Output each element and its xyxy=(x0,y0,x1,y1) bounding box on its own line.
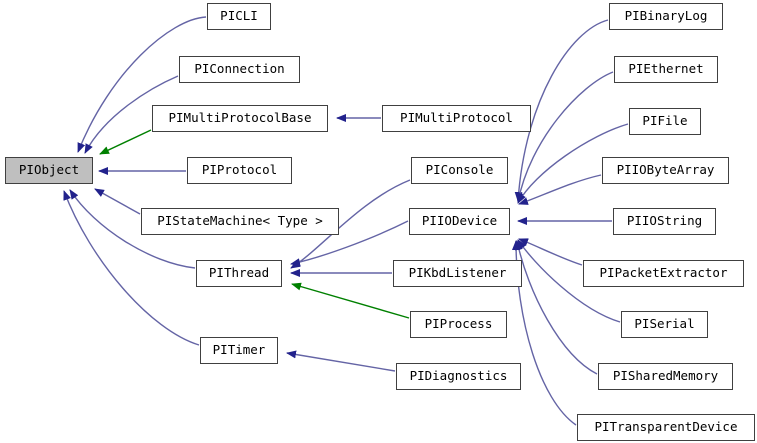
class-node-label: PIConsole xyxy=(425,162,494,178)
class-node-label: PIIOString xyxy=(626,213,703,229)
class-node-label: PIObject xyxy=(18,162,80,178)
edge-pitransparentdevice-to-piiodevice xyxy=(512,240,577,426)
class-node-pisharedmemory[interactable]: PISharedMemory xyxy=(598,363,733,390)
class-node-pitimer[interactable]: PITimer xyxy=(200,337,278,364)
class-node-label: PIIOByteArray xyxy=(616,162,715,178)
class-node-label: PIKbdListener xyxy=(408,265,507,281)
class-node-label: PIProtocol xyxy=(201,162,278,178)
class-node-label: PIThread xyxy=(208,265,270,281)
class-node-label: PIBinaryLog xyxy=(624,8,708,24)
class-node-pimultiprotocol[interactable]: PIMultiProtocol xyxy=(382,105,531,132)
class-node-label: PIIODevice xyxy=(421,213,498,229)
class-node-piethernet[interactable]: PIEthernet xyxy=(614,56,718,83)
class-node-label: PIEthernet xyxy=(628,61,704,77)
edge-pibinarylog-to-piiodevice xyxy=(514,19,609,202)
class-node-pitransparentdevice[interactable]: PITransparentDevice xyxy=(577,414,755,441)
class-node-piconsole[interactable]: PIConsole xyxy=(411,157,508,184)
edge-piprocess-to-pithread xyxy=(291,282,410,319)
edge-pidiagnostics-to-pitimer xyxy=(286,350,396,372)
class-node-label: PIFile xyxy=(642,113,688,129)
class-node-pibinarylog[interactable]: PIBinaryLog xyxy=(609,3,723,30)
class-node-label: PIStateMachine< Type > xyxy=(157,213,323,229)
class-node-piobject[interactable]: PIObject xyxy=(5,157,93,184)
class-node-label: PITimer xyxy=(212,342,266,358)
class-node-label: PITransparentDevice xyxy=(594,419,738,435)
class-node-pipacketextractor[interactable]: PIPacketExtractor xyxy=(583,260,744,287)
edge-piiobytearray-to-piiodevice xyxy=(518,174,602,205)
class-node-piiostring[interactable]: PIIOString xyxy=(613,208,716,235)
class-node-label: PIProcess xyxy=(424,316,493,332)
class-node-piiobytearray[interactable]: PIIOByteArray xyxy=(602,157,729,184)
class-node-label: PIConnection xyxy=(194,61,285,77)
class-node-piiodevice[interactable]: PIIODevice xyxy=(409,208,510,235)
class-node-pikbdlistener[interactable]: PIKbdListener xyxy=(393,260,522,287)
edge-piethernet-to-piiodevice xyxy=(515,71,614,203)
class-node-pifile[interactable]: PIFile xyxy=(629,108,701,135)
class-node-piprocess[interactable]: PIProcess xyxy=(410,311,507,338)
class-node-piprotocol[interactable]: PIProtocol xyxy=(187,157,292,184)
class-node-piserial[interactable]: PISerial xyxy=(621,311,708,338)
class-node-picli[interactable]: PICLI xyxy=(207,3,271,30)
class-node-pithread[interactable]: PIThread xyxy=(196,260,282,287)
edge-pistatemachine-to-piobject xyxy=(94,188,141,215)
class-node-label: PIMultiProtocol xyxy=(400,110,513,126)
class-node-label: PISerial xyxy=(634,316,695,332)
class-node-pistatemachine[interactable]: PIStateMachine< Type > xyxy=(141,208,339,235)
class-node-label: PIDiagnostics xyxy=(409,368,508,384)
edge-pimultiprotocolbase-to-piobject xyxy=(99,129,152,155)
class-node-pimultiprotocolbase[interactable]: PIMultiProtocolBase xyxy=(152,105,328,132)
class-node-pidiagnostics[interactable]: PIDiagnostics xyxy=(396,363,521,390)
class-node-piconnection[interactable]: PIConnection xyxy=(179,56,300,83)
edge-pipacketextractor-to-piiodevice xyxy=(518,238,583,266)
class-node-label: PISharedMemory xyxy=(612,368,719,384)
class-node-label: PIPacketExtractor xyxy=(599,265,728,281)
class-node-label: PIMultiProtocolBase xyxy=(168,110,312,126)
class-node-label: PICLI xyxy=(220,8,258,24)
